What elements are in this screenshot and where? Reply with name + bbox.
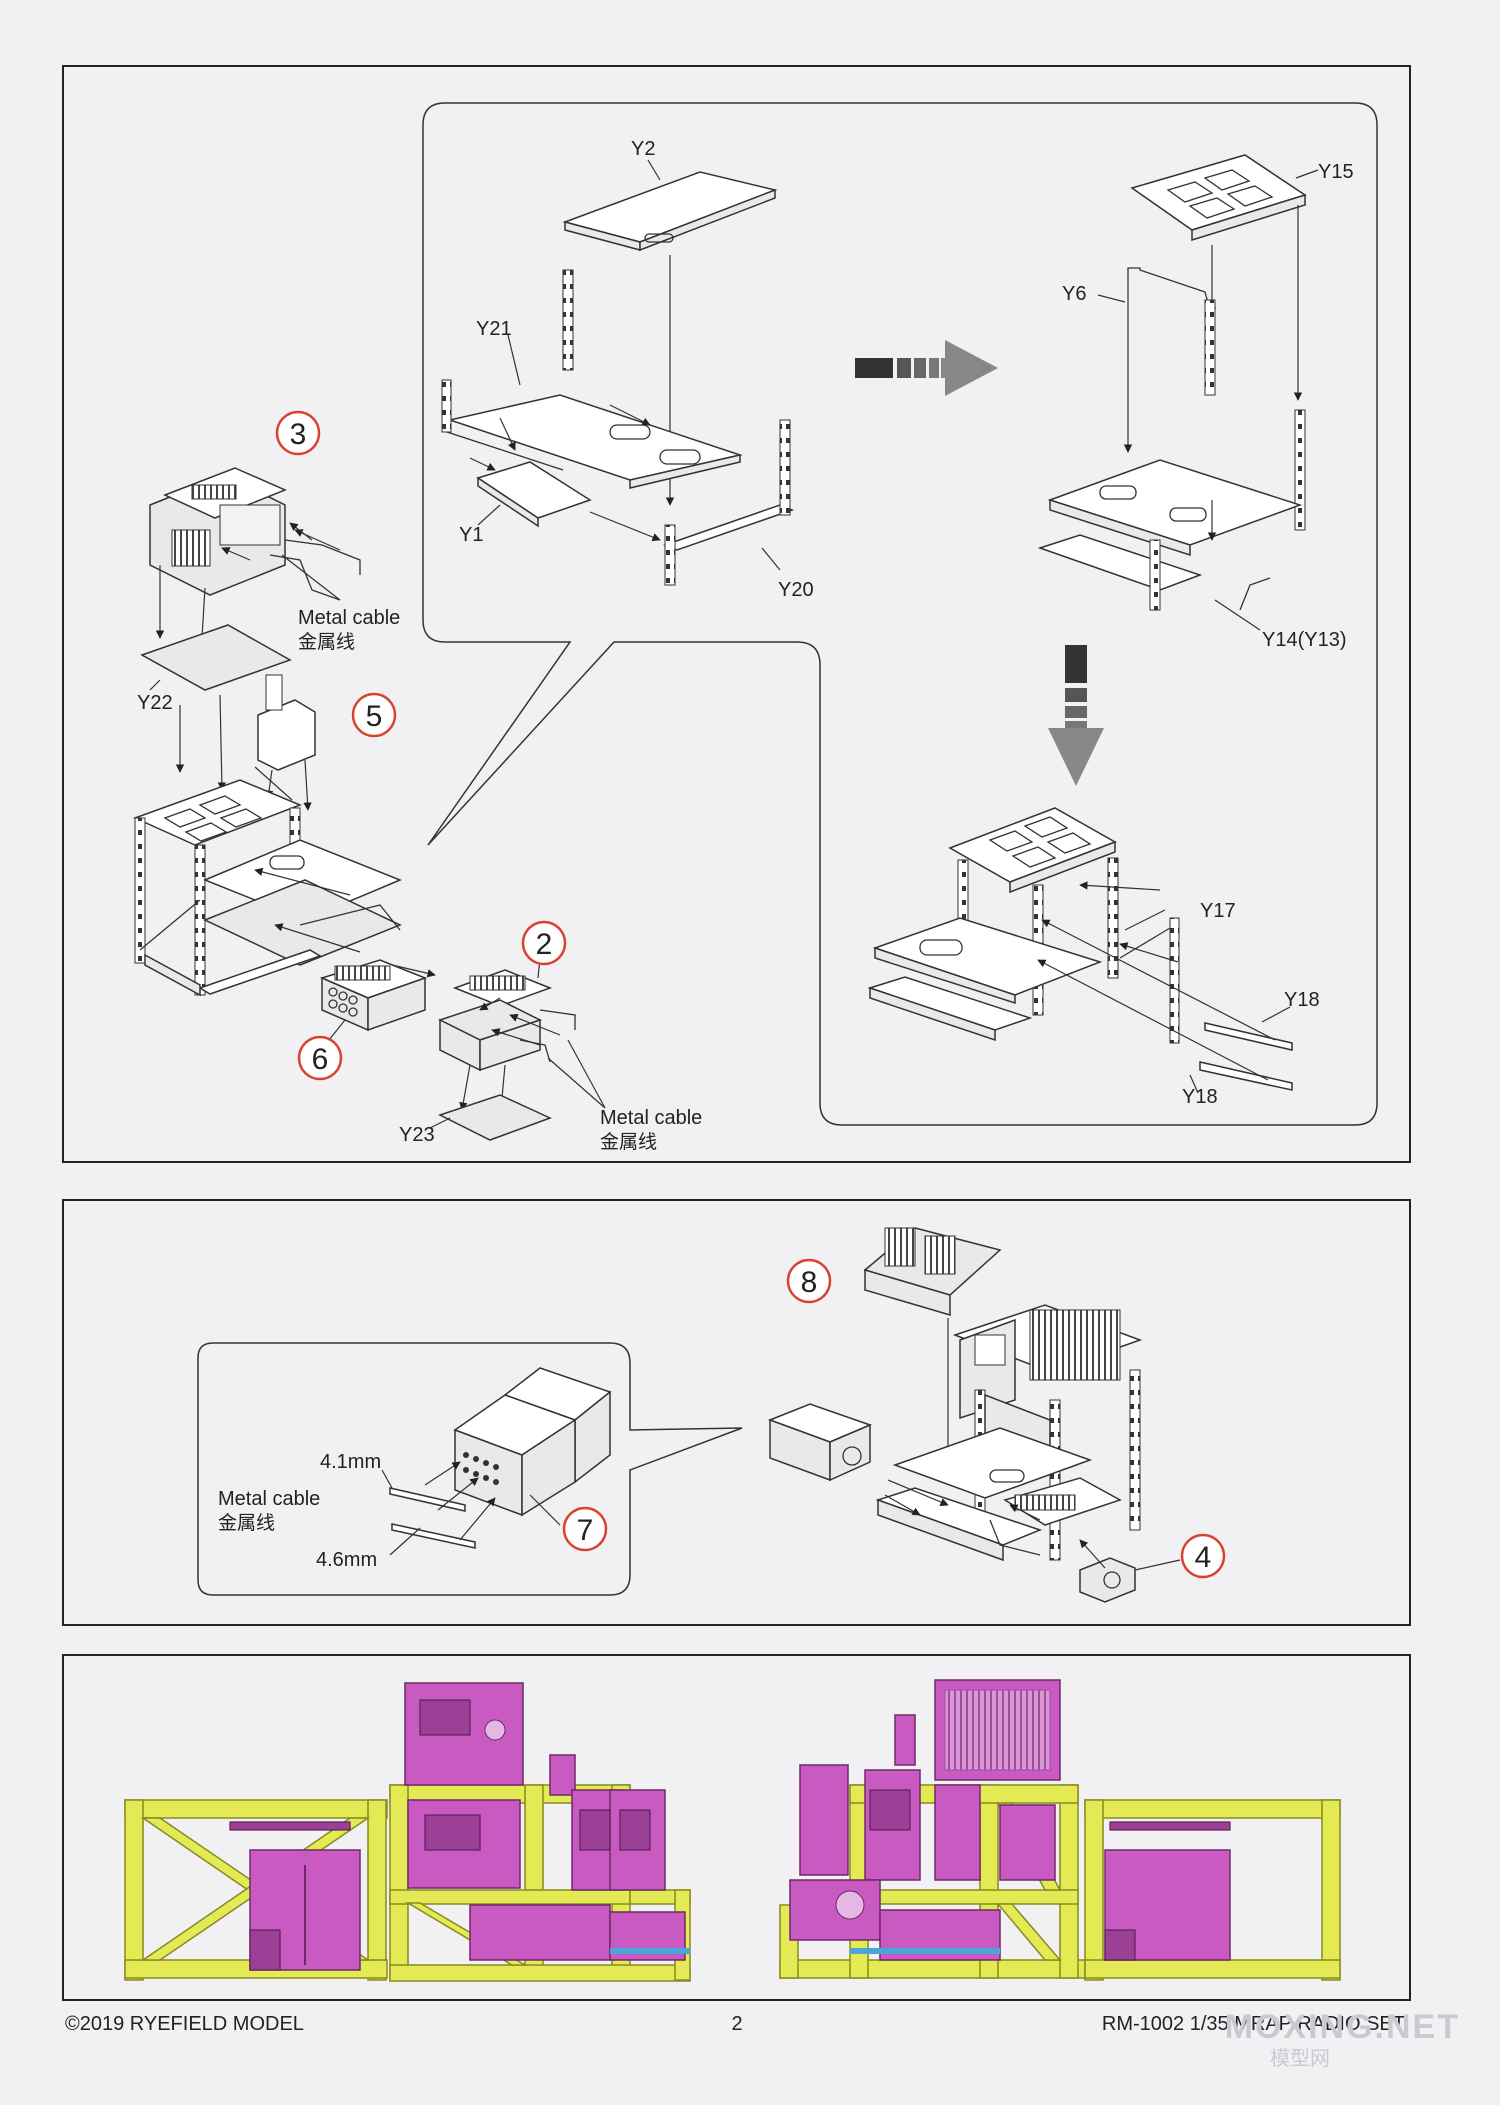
step-arrow-right — [855, 340, 998, 396]
watermark-text: MOXING.NET — [1225, 2008, 1460, 2046]
label-y17: Y17 — [1200, 900, 1236, 922]
footer-page-number: 2 — [731, 2013, 742, 2035]
footer-copyright: ©2019 RYEFIELD MODEL — [65, 2013, 304, 2035]
callout-box — [422, 102, 1378, 1126]
step-arrow-down — [1048, 645, 1104, 786]
label-metal-cable-1: Metal cable — [298, 607, 400, 629]
assembled-view-right — [779, 1679, 1341, 1981]
step-badge-7: 7 — [562, 1506, 608, 1552]
step-badge-6: 6 — [297, 1035, 343, 1081]
radio-stack-assembly — [767, 1227, 1181, 1603]
svg-text:7: 7 — [577, 1514, 594, 1547]
main-frame-assembly — [133, 467, 606, 1141]
step-badge-2: 2 — [521, 920, 567, 966]
label-y18-upper: Y18 — [1284, 989, 1320, 1011]
svg-text:5: 5 — [366, 700, 383, 733]
label-metal-cable-cn-1: 金属线 — [298, 631, 355, 653]
footer: ©2019 RYEFIELD MODEL 2 RM-1002 1/35 MRAP… — [65, 2013, 1405, 2035]
connector-assembly — [381, 1367, 612, 1556]
label-y2: Y2 — [631, 138, 655, 160]
svg-text:3: 3 — [290, 418, 307, 451]
label-metal-cable-3: Metal cable — [218, 1488, 320, 1510]
panel-top-labels: Y2 Y21 Y1 Y20 Y15 Y6 Y14(Y13) Y17 Y18 Y1… — [137, 138, 1354, 1153]
label-metal-cable-cn-3: 金属线 — [218, 1512, 275, 1534]
watermark-cn: 模型网 — [1270, 2046, 1330, 2070]
label-y1: Y1 — [459, 524, 483, 546]
label-y6: Y6 — [1062, 283, 1086, 305]
label-y23: Y23 — [399, 1124, 435, 1146]
label-dim-4-6mm: 4.6mm — [316, 1549, 377, 1571]
label-y20: Y20 — [778, 579, 814, 601]
site-watermark: MOXING.NET 模型网 — [1225, 2008, 1460, 2070]
label-metal-cable-2: Metal cable — [600, 1107, 702, 1129]
label-dim-4-1mm: 4.1mm — [320, 1451, 381, 1473]
svg-text:6: 6 — [312, 1043, 329, 1076]
svg-text:4: 4 — [1195, 1541, 1212, 1574]
label-y14-y13: Y14(Y13) — [1262, 629, 1347, 651]
shelf-assembly-b — [1037, 154, 1319, 631]
label-y21: Y21 — [476, 318, 512, 340]
shelf-assembly-a — [441, 159, 795, 586]
label-y18-lower: Y18 — [1182, 1086, 1218, 1108]
assembled-view-left — [124, 1682, 691, 1982]
step-badge-8: 8 — [786, 1258, 832, 1304]
svg-text:2: 2 — [536, 928, 553, 961]
footer-product-code: RM-1002 1/35 MRAP RADIO SET — [1102, 2013, 1405, 2035]
svg-text:8: 8 — [801, 1266, 818, 1299]
label-metal-cable-cn-2: 金属线 — [600, 1131, 657, 1153]
shelf-assembly-c — [867, 807, 1293, 1094]
step-badge-4: 4 — [1180, 1533, 1226, 1579]
panel-middle-labels: 4.1mm 4.6mm Metal cable 金属线 — [218, 1451, 381, 1571]
step-badge-3: 3 — [275, 410, 321, 456]
label-y15: Y15 — [1318, 161, 1354, 183]
step-badge-5: 5 — [351, 692, 397, 738]
label-y22: Y22 — [137, 692, 173, 714]
